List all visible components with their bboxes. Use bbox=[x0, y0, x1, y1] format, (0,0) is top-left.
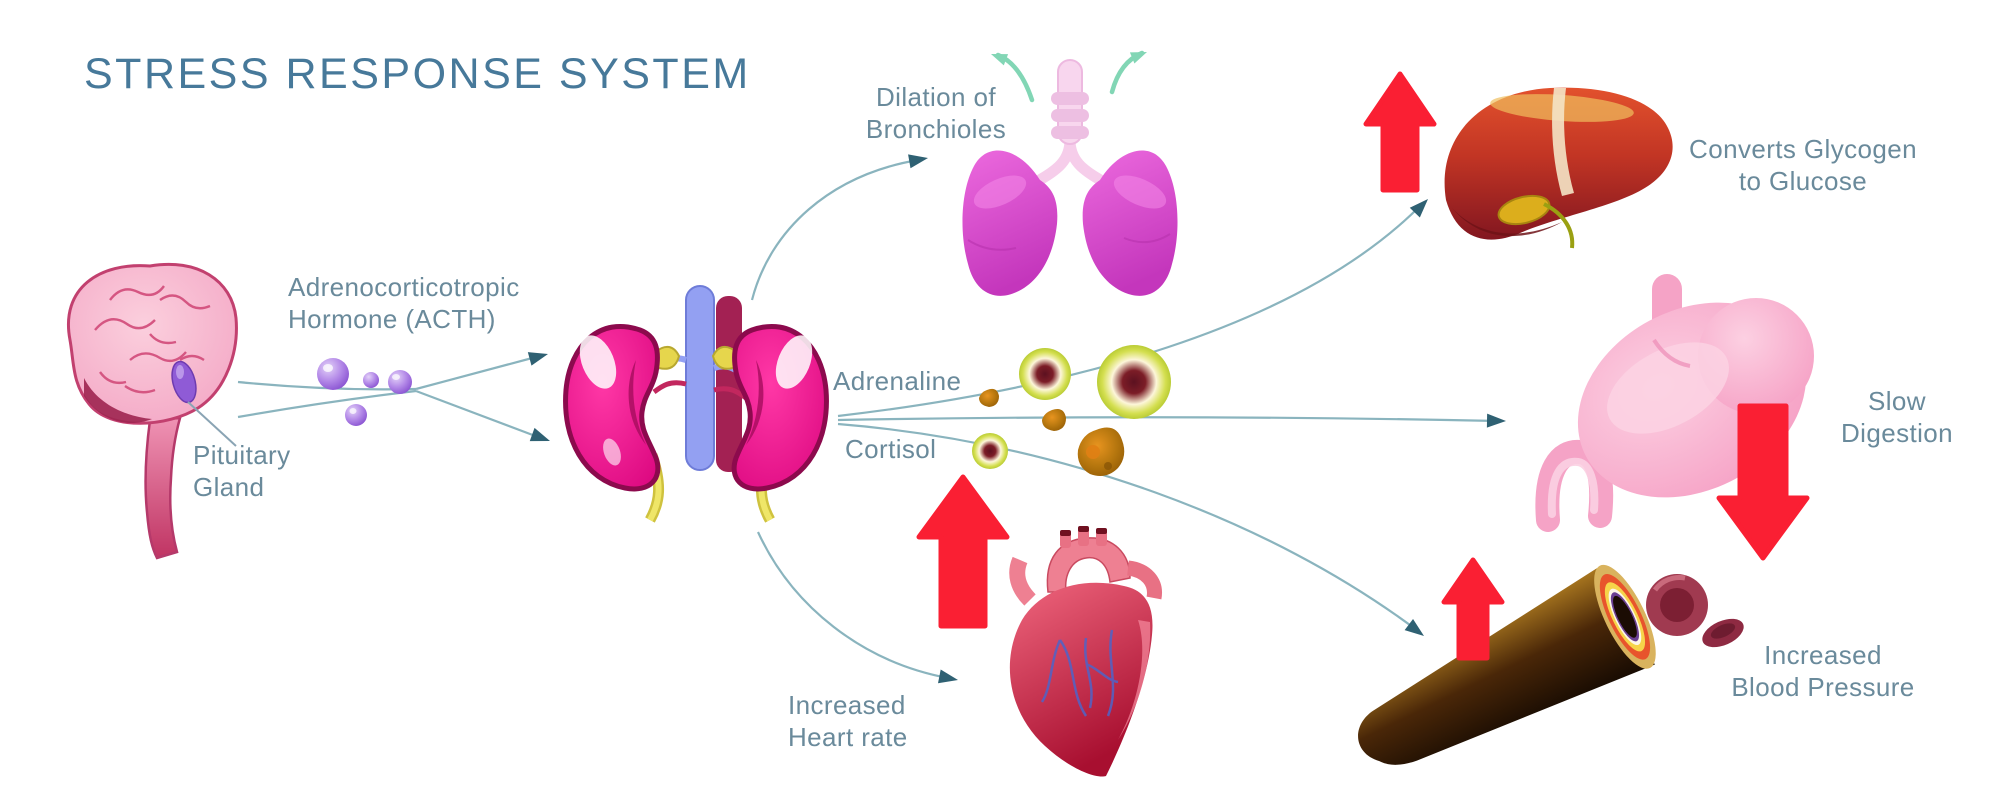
blood-vessel-icon bbox=[1358, 564, 1744, 765]
converts-glycogen-label: Converts Glycogen to Glucose bbox=[1689, 134, 1917, 196]
arrow-to-vessel bbox=[837, 422, 1419, 632]
page-title: STRESS RESPONSE SYSTEM bbox=[84, 50, 751, 98]
acth-bubbles-icon bbox=[317, 358, 412, 426]
stomach-icon bbox=[1535, 274, 1814, 532]
acth-flow-line bbox=[237, 389, 417, 419]
slow-digestion-label: Slow Digestion bbox=[1841, 386, 1953, 448]
arrow-to-lungs bbox=[750, 158, 919, 301]
flow-lines bbox=[237, 158, 1499, 680]
flow-arrowheads bbox=[527, 154, 1506, 684]
cortisol-molecules-icon bbox=[979, 388, 1125, 476]
increased-blood-pressure-label: Increased Blood Pressure bbox=[1731, 640, 1915, 702]
arrow-to-right-adrenal bbox=[415, 389, 539, 439]
heart-icon bbox=[1009, 526, 1162, 777]
kidneys-icon bbox=[563, 285, 829, 523]
dilation-bronchioles-label: Dilation of Bronchioles bbox=[865, 82, 1007, 144]
adrenaline-molecules-icon bbox=[972, 345, 1171, 469]
up-arrow-liver bbox=[1363, 71, 1437, 193]
lungs-icon bbox=[962, 50, 1178, 296]
liver-icon bbox=[1444, 87, 1673, 249]
cortisol-label: Cortisol bbox=[845, 434, 937, 464]
breath-out-arrows-icon bbox=[991, 50, 1147, 103]
pituitary-gland-label: Pituitary Gland bbox=[193, 440, 291, 502]
pituitary-gland-icon bbox=[171, 360, 197, 404]
down-arrow-stomach bbox=[1716, 403, 1810, 561]
up-arrow-heart bbox=[916, 474, 1010, 629]
arrow-to-stomach bbox=[837, 416, 1499, 423]
acth-label: Adrenocorticotropic Hormone (ACTH) bbox=[288, 272, 520, 334]
effect-arrows bbox=[916, 71, 1810, 661]
arrow-to-left-adrenal bbox=[415, 355, 537, 391]
red-blood-cells-icon bbox=[1646, 574, 1744, 648]
brain-icon bbox=[67, 262, 238, 560]
increased-heart-rate-label: Increased Heart rate bbox=[788, 690, 908, 752]
arrow-to-heart bbox=[757, 531, 949, 680]
up-arrow-vessel bbox=[1441, 557, 1505, 661]
pituitary-pointer-line bbox=[187, 401, 237, 447]
arrow-to-liver bbox=[837, 201, 1425, 418]
adrenaline-label: Adrenaline bbox=[833, 366, 962, 396]
